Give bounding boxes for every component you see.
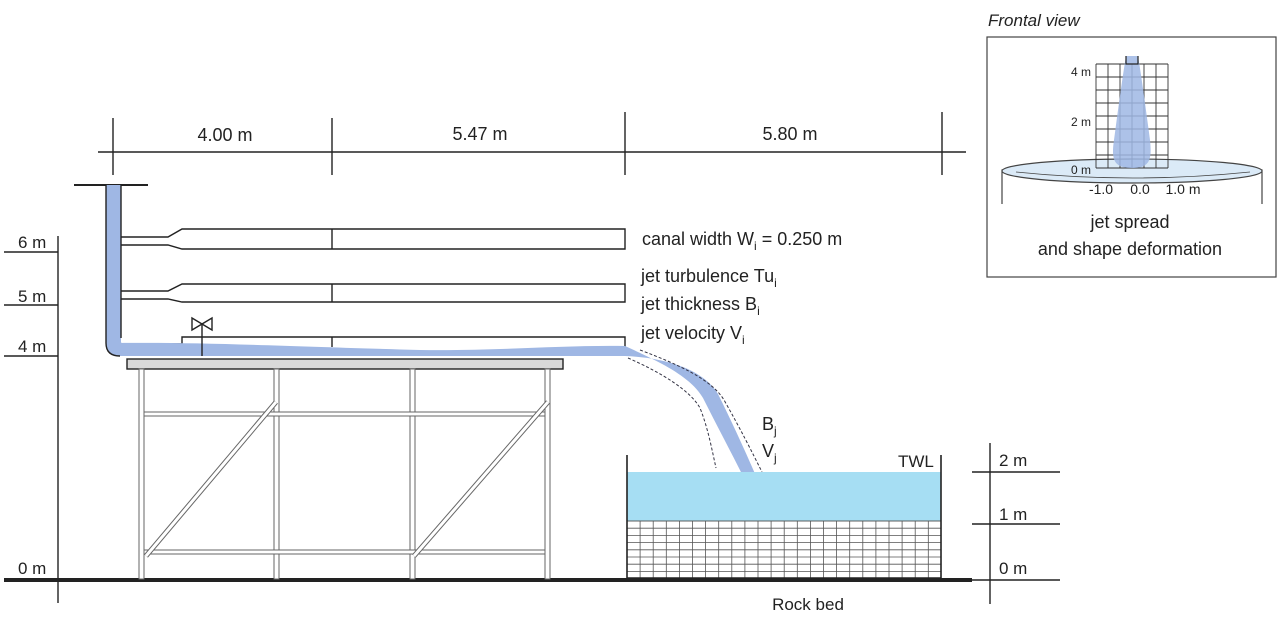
parameter-labels: canal width Wi = 0.250 m jet turbulence … bbox=[640, 229, 842, 347]
left-level-scale: 6 m 5 m 4 m 0 m bbox=[4, 233, 59, 603]
basin-level-scale: 2 m 1 m 0 m bbox=[972, 443, 1060, 604]
inset-xtick-1: 1.0 m bbox=[1165, 181, 1200, 197]
inset-caption-line2: and shape deformation bbox=[1038, 239, 1222, 259]
plunge-basin bbox=[626, 455, 942, 579]
inset-xtick-0: 0.0 bbox=[1130, 181, 1150, 197]
gate-valve-icon bbox=[191, 316, 213, 356]
jet-thickness-label: jet thickness Bi bbox=[640, 294, 760, 318]
twl-label: TWL bbox=[898, 452, 934, 471]
canal-middle bbox=[121, 283, 626, 303]
dimension-segment-3: 5.80 m bbox=[762, 124, 817, 144]
jet-velocity-label: jet velocity Vi bbox=[640, 323, 745, 347]
level-5m: 5 m bbox=[18, 287, 46, 306]
frontal-view-title: Frontal view bbox=[988, 11, 1081, 30]
impact-thickness-label: Bj bbox=[762, 414, 777, 438]
canal-upper bbox=[121, 228, 626, 250]
inset-caption-line1: jet spread bbox=[1089, 212, 1169, 232]
inset-ytick-2m: 2 m bbox=[1071, 115, 1091, 129]
dimension-segment-1: 4.00 m bbox=[197, 125, 252, 145]
rock-bed-label: Rock bed bbox=[772, 595, 844, 614]
supply-pipe bbox=[74, 184, 170, 357]
inset-xtick-neg1: -1.0 bbox=[1089, 181, 1113, 197]
inset-ytick-4m: 4 m bbox=[1071, 65, 1091, 79]
platform bbox=[126, 358, 564, 370]
dimension-line: 4.00 m 5.47 m 5.80 m bbox=[98, 112, 966, 175]
level-4m: 4 m bbox=[18, 337, 46, 356]
inset-ytick-0m: 0 m bbox=[1071, 163, 1091, 177]
jet-turbulence-label: jet turbulence Tui bbox=[640, 266, 777, 290]
canal-width-label: canal width Wi = 0.250 m bbox=[642, 229, 842, 253]
basin-level-0m: 0 m bbox=[999, 559, 1027, 578]
frontal-view-inset: Frontal view 4 m 2 m 0 m -1.0 0.0 1.0 m … bbox=[986, 11, 1277, 278]
basin-level-2m: 2 m bbox=[999, 451, 1027, 470]
impact-velocity-label: Vj bbox=[762, 441, 777, 465]
dimension-segment-2: 5.47 m bbox=[452, 124, 507, 144]
scaffold bbox=[138, 368, 551, 580]
canal-jet-flow bbox=[120, 342, 625, 356]
basin-level-1m: 1 m bbox=[999, 505, 1027, 524]
level-0m: 0 m bbox=[18, 559, 46, 578]
level-6m: 6 m bbox=[18, 233, 46, 252]
